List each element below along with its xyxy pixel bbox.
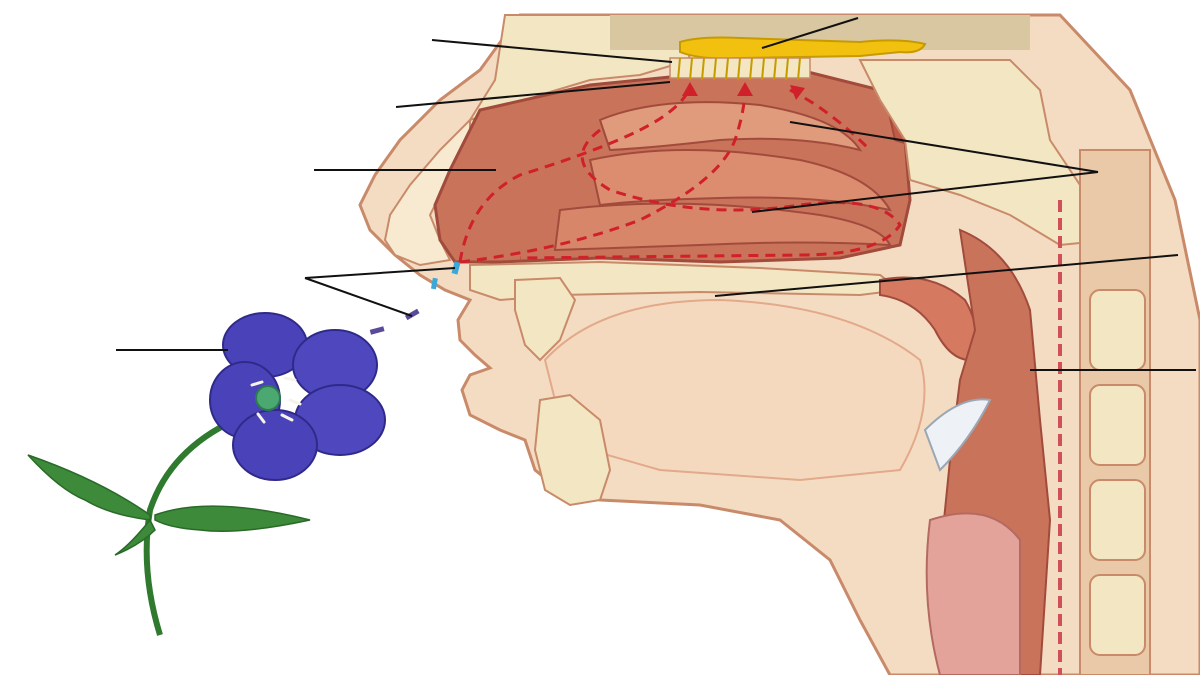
leader-line-concha-upper <box>789 121 1099 173</box>
vertebra <box>1089 384 1146 466</box>
stamens <box>250 376 302 424</box>
airflow-path-loop <box>519 128 902 260</box>
leader-line-molecules-a <box>304 267 456 279</box>
leader-line-molecules-b <box>304 277 413 317</box>
inferior-concha <box>553 202 892 252</box>
olfactory-nerve-fibers <box>677 57 801 81</box>
leaf-left <box>27 454 151 521</box>
airflow-arrowheads <box>682 82 805 100</box>
vertebra <box>1089 479 1146 561</box>
petal <box>232 409 318 481</box>
leader-line-olfactory-bulb <box>761 17 859 49</box>
molecule <box>369 326 385 335</box>
arrowhead <box>790 85 805 100</box>
leader-lines <box>116 17 1196 371</box>
airflow-path-upper <box>458 87 692 263</box>
flower-center <box>255 385 281 411</box>
leaf-right <box>154 505 311 532</box>
leader-line-hard-palate <box>714 254 1179 297</box>
cervical-spine <box>1058 149 1151 675</box>
leaf-lower <box>114 518 156 556</box>
flower-stem <box>143 417 237 636</box>
arrowhead <box>682 82 698 96</box>
leader-line-epithelium <box>395 81 671 108</box>
molecule <box>404 308 420 321</box>
mandible <box>533 393 612 507</box>
larynx <box>925 512 1021 675</box>
airflow-path-middle <box>459 87 747 264</box>
leader-line-concha-middle <box>751 171 1099 213</box>
epiglottis <box>923 398 992 472</box>
molecule <box>430 277 438 290</box>
vertebra <box>1089 289 1146 371</box>
molecule <box>451 261 461 275</box>
hard-palate <box>469 260 903 302</box>
vertebra <box>1089 574 1146 656</box>
maxilla <box>514 276 577 362</box>
arrowhead <box>737 82 753 96</box>
superior-concha <box>598 101 863 152</box>
flower <box>209 312 386 481</box>
tongue <box>543 298 926 482</box>
leader-line-epithelium-upper <box>431 39 673 63</box>
